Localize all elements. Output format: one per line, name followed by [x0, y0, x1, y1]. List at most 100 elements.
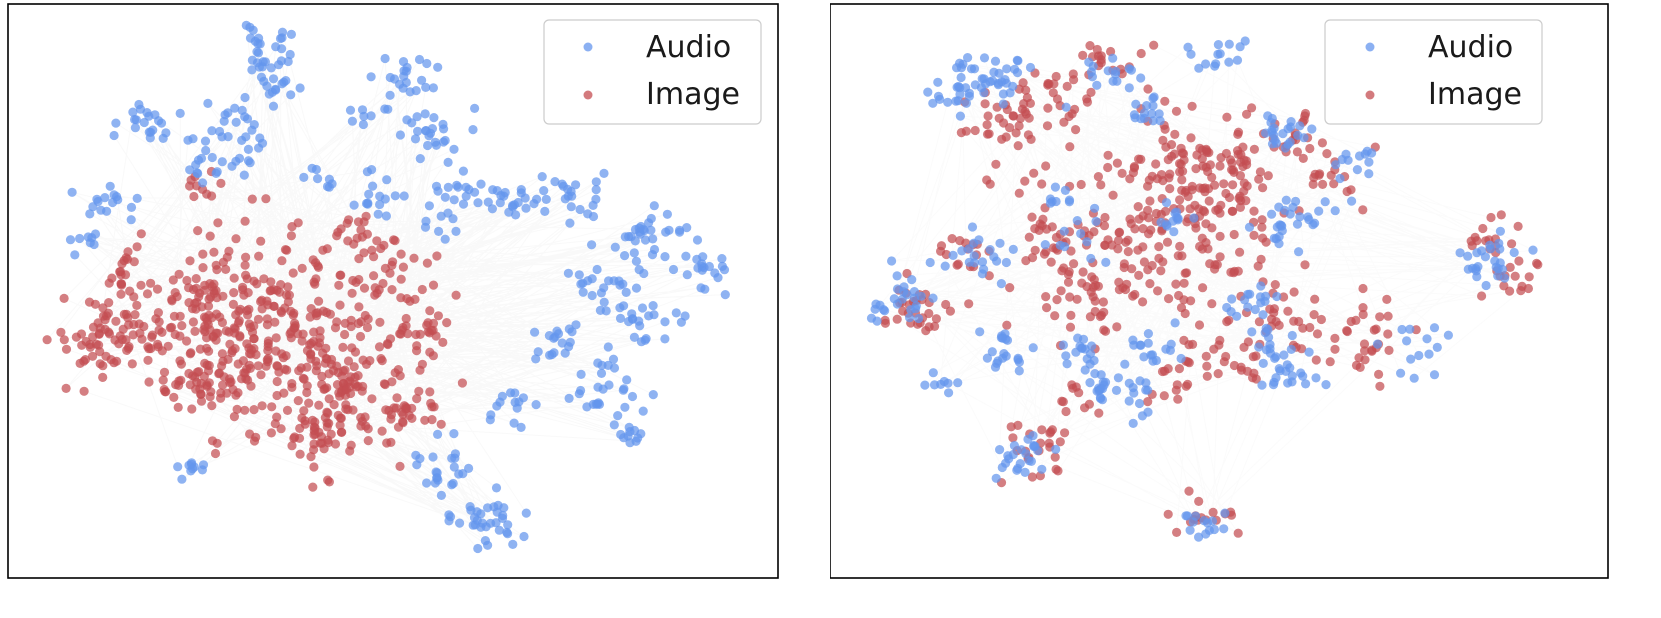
point-audio — [1002, 64, 1012, 74]
point-image — [1216, 153, 1226, 163]
point-audio — [430, 478, 440, 488]
point-image — [1198, 205, 1208, 216]
point-image — [1041, 161, 1051, 171]
point-image — [1203, 184, 1214, 194]
point-audio — [105, 181, 115, 191]
point-image — [195, 344, 205, 354]
point-image — [1186, 133, 1196, 143]
point-image — [961, 126, 971, 136]
point-image — [309, 445, 319, 455]
point-image — [1233, 528, 1243, 538]
point-image — [1042, 224, 1052, 234]
point-audio — [599, 168, 609, 178]
point-image — [360, 310, 370, 321]
point-image — [1130, 289, 1140, 300]
point-audio — [1112, 76, 1122, 86]
point-image — [1305, 322, 1315, 333]
point-image — [42, 335, 52, 345]
point-audio — [1188, 517, 1198, 527]
point-audio — [126, 202, 137, 212]
point-image — [395, 461, 405, 471]
point-audio — [944, 388, 954, 398]
point-image — [1130, 224, 1140, 234]
point-image — [254, 251, 264, 261]
point-image — [1298, 323, 1308, 333]
point-audio — [1304, 215, 1314, 225]
point-image — [1355, 362, 1365, 372]
point-image — [1178, 149, 1189, 159]
point-audio — [402, 115, 412, 125]
point-audio — [1097, 395, 1107, 405]
point-audio — [245, 33, 256, 43]
point-audio — [970, 80, 980, 90]
point-audio — [648, 390, 658, 400]
point-image — [947, 234, 957, 244]
point-audio — [631, 256, 642, 266]
point-image — [1172, 380, 1182, 390]
point-audio — [998, 99, 1008, 109]
point-audio — [464, 463, 474, 473]
point-image — [1263, 171, 1273, 181]
point-image — [1082, 97, 1092, 107]
point-audio — [428, 83, 438, 93]
point-audio — [928, 368, 938, 378]
point-image — [383, 339, 393, 350]
point-audio — [473, 543, 483, 554]
point-image — [265, 286, 275, 296]
point-image — [1513, 221, 1523, 231]
point-audio — [1320, 197, 1330, 207]
point-audio — [1409, 373, 1419, 383]
point-audio — [417, 75, 427, 85]
point-audio — [969, 64, 980, 74]
point-audio — [955, 58, 965, 68]
point-image — [924, 322, 934, 332]
legend-box — [543, 19, 762, 125]
point-image — [374, 342, 385, 352]
point-image — [207, 401, 217, 411]
point-image — [1125, 174, 1135, 184]
point-audio — [440, 192, 450, 202]
point-image — [132, 242, 142, 252]
point-image — [1486, 212, 1496, 223]
point-audio — [1495, 226, 1505, 236]
point-audio — [996, 279, 1006, 289]
point-audio — [999, 349, 1009, 359]
point-image — [1235, 171, 1245, 181]
point-image — [212, 438, 222, 448]
point-audio — [1086, 67, 1096, 77]
point-audio — [1131, 99, 1141, 109]
point-audio — [1486, 244, 1496, 254]
point-image — [1177, 175, 1187, 185]
point-audio — [509, 418, 519, 428]
point-image — [249, 405, 259, 415]
point-audio — [1064, 197, 1074, 207]
point-audio — [906, 305, 916, 315]
point-audio — [1432, 342, 1442, 352]
point-image — [262, 296, 272, 306]
point-audio — [1040, 240, 1050, 250]
point-audio — [438, 137, 449, 147]
point-image — [1034, 225, 1044, 235]
point-image — [398, 409, 408, 420]
point-image — [1254, 174, 1264, 184]
point-image — [210, 448, 221, 459]
point-image — [1065, 292, 1075, 302]
point-image — [123, 313, 133, 323]
point-image — [1066, 310, 1076, 320]
point-image — [1002, 320, 1012, 330]
point-image — [377, 356, 387, 366]
point-image — [1188, 339, 1198, 349]
point-image — [1133, 245, 1143, 255]
point-image — [350, 372, 360, 382]
point-audio — [247, 125, 257, 135]
point-audio — [521, 203, 531, 213]
point-audio — [1124, 83, 1134, 93]
point-image — [185, 349, 195, 359]
point-audio — [647, 250, 658, 260]
point-image — [182, 275, 192, 286]
point-audio — [1500, 273, 1510, 283]
point-image — [432, 251, 442, 261]
point-image — [187, 404, 197, 414]
point-audio — [1012, 68, 1023, 78]
point-image — [214, 368, 224, 378]
